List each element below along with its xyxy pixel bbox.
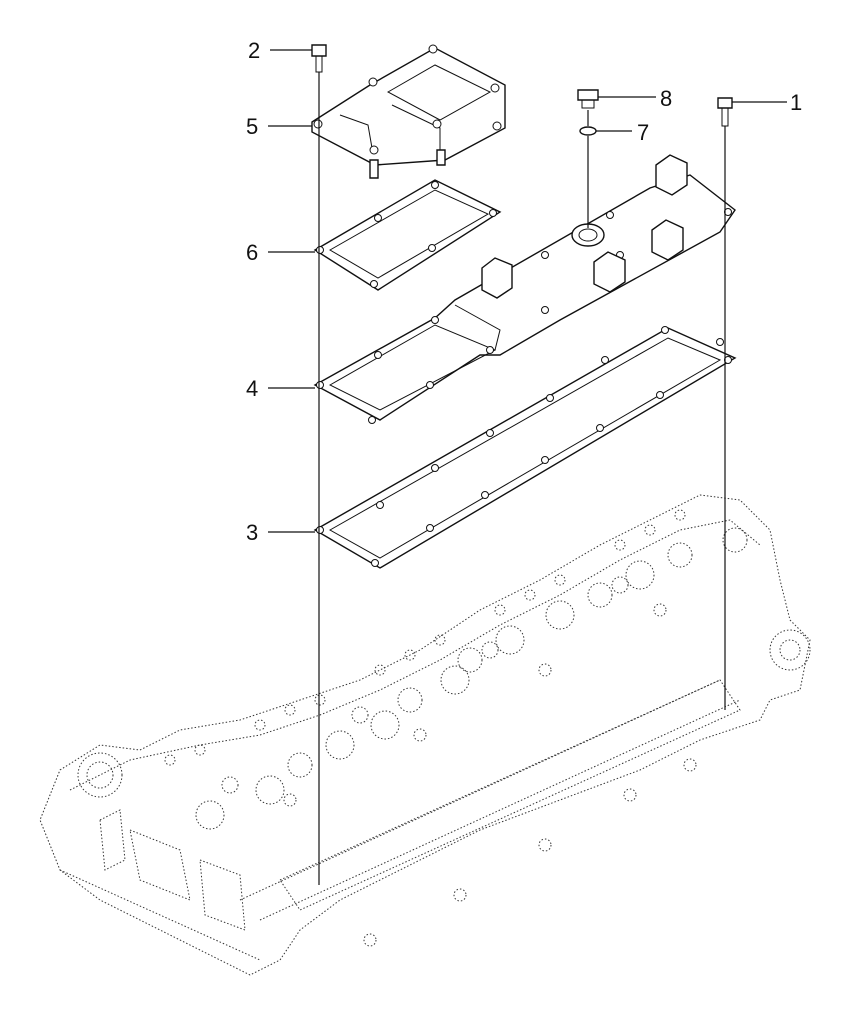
bolt-2 [311,44,327,73]
callout-6: 6 [246,240,258,265]
bolt-1 [717,97,733,127]
cylinder-head [39,494,811,976]
head-bosses [195,527,748,830]
callout-5: 5 [246,114,258,139]
callout-4: 4 [246,376,258,401]
callout-7: 7 [637,120,649,145]
manifold-cover-4 [313,154,736,424]
gasket-3 [313,326,737,569]
o-ring-7 [579,126,597,136]
head-pedestal-row [164,509,686,766]
callout-3: 3 [246,520,258,545]
callout-labels: 2 5 6 4 3 8 7 1 [246,38,802,545]
plug-8 [577,89,599,109]
callout-leaders [268,49,787,533]
adapter-housing-5 [311,44,506,179]
callout-1: 1 [790,90,802,115]
callout-8: 8 [660,86,672,111]
alignment-lines [318,72,726,885]
callout-2: 2 [248,38,260,63]
gasket-6 [313,179,502,291]
